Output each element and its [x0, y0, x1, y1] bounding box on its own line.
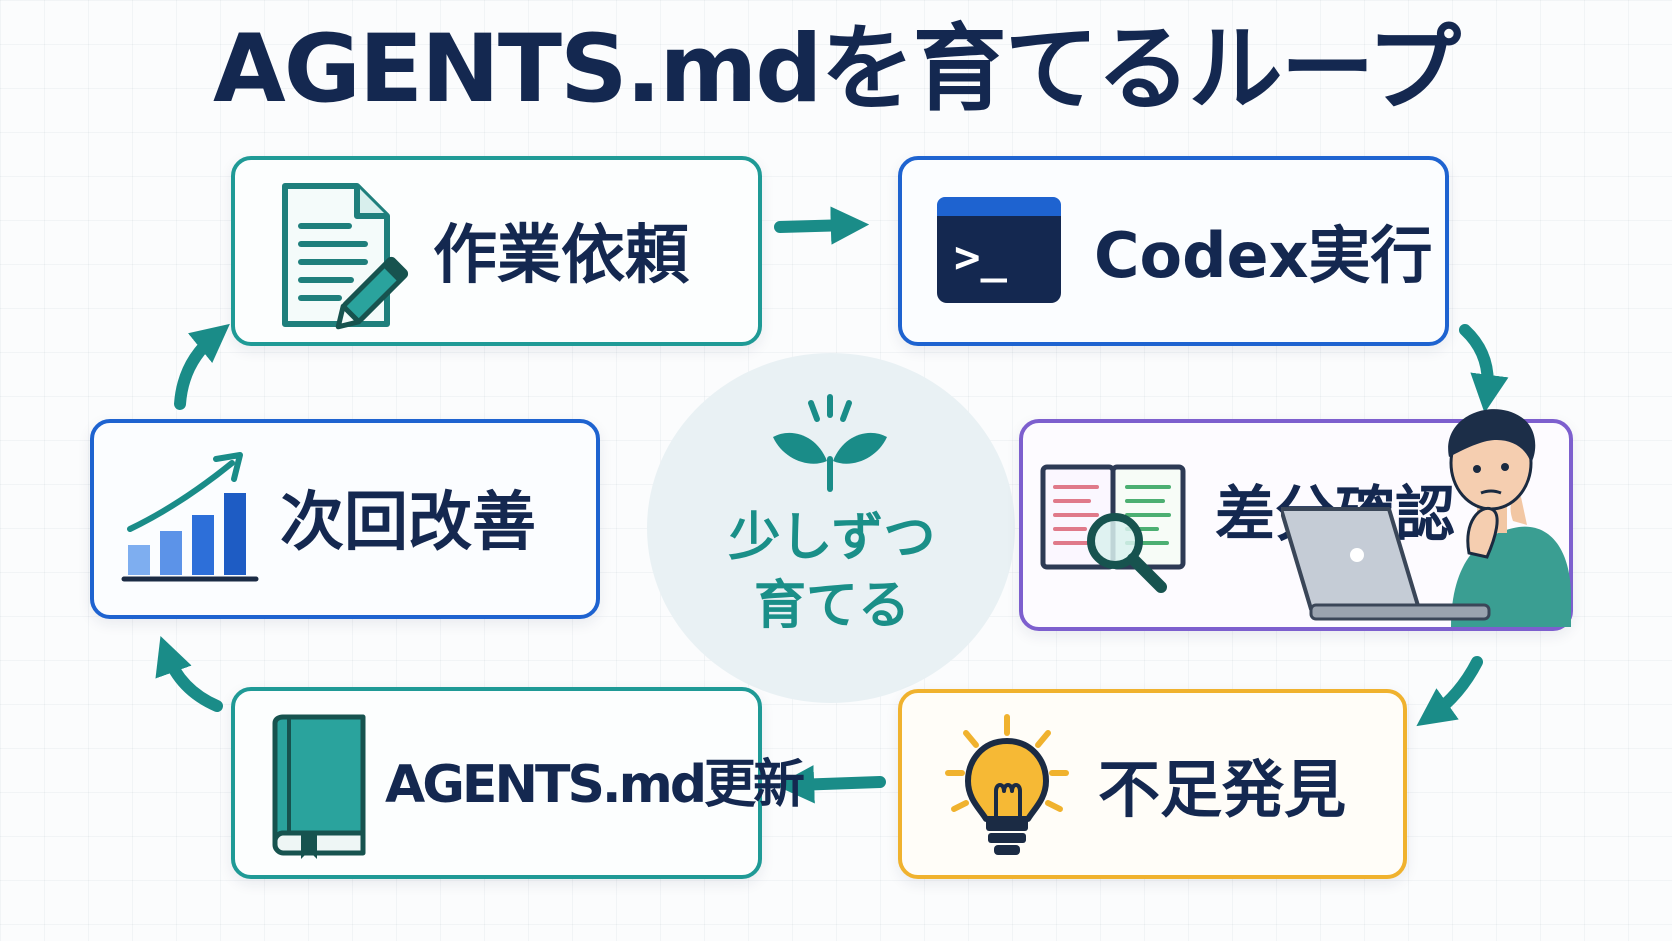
arrow-improve-to-request [174, 323, 230, 410]
arrow-request-to-exec [774, 206, 870, 245]
step-work-request: 作業依頼 [231, 156, 762, 346]
arrow-review-to-discover [1416, 656, 1483, 727]
step-label: 次回改善 [280, 486, 536, 560]
step-gap-discovery: 不足発見 [898, 689, 1407, 879]
center-line-2: 育てる [753, 575, 910, 636]
step-codex-execute: >_ Codex実行 [898, 156, 1449, 346]
center-line-1: 少しずつ [728, 508, 936, 568]
step-label: 作業依頼 [433, 219, 689, 293]
step-next-improvement: 次回改善 [90, 419, 600, 619]
arrow-exec-to-review [1459, 324, 1509, 414]
center-message: 少しずつ 育てる [677, 505, 987, 640]
document-pencil-icon [282, 183, 409, 330]
step-diff-review: 差分確認 [1019, 409, 1573, 631]
terminal-icon: >_ [937, 197, 1061, 303]
step-label: Codex実行 [1094, 219, 1433, 292]
arrow-update-to-improve [155, 635, 223, 712]
sprout-icon [773, 394, 887, 492]
arrow-discover-to-update [775, 765, 886, 804]
step-label: 不足発見 [1098, 753, 1347, 826]
step-label: AGENTS.md更新 [385, 755, 805, 815]
person-with-laptop-illustration [1281, 409, 1571, 627]
growth-chart-icon [121, 452, 259, 582]
step-agents-md-update: AGENTS.md更新 [231, 687, 805, 879]
lightbulb-icon [945, 714, 1069, 855]
terminal-prompt: >_ [954, 232, 1007, 283]
diagram-title: AGENTS.mdを育てるループ [213, 15, 1461, 124]
book-icon [272, 714, 366, 859]
diff-magnifier-icon [1040, 464, 1186, 593]
